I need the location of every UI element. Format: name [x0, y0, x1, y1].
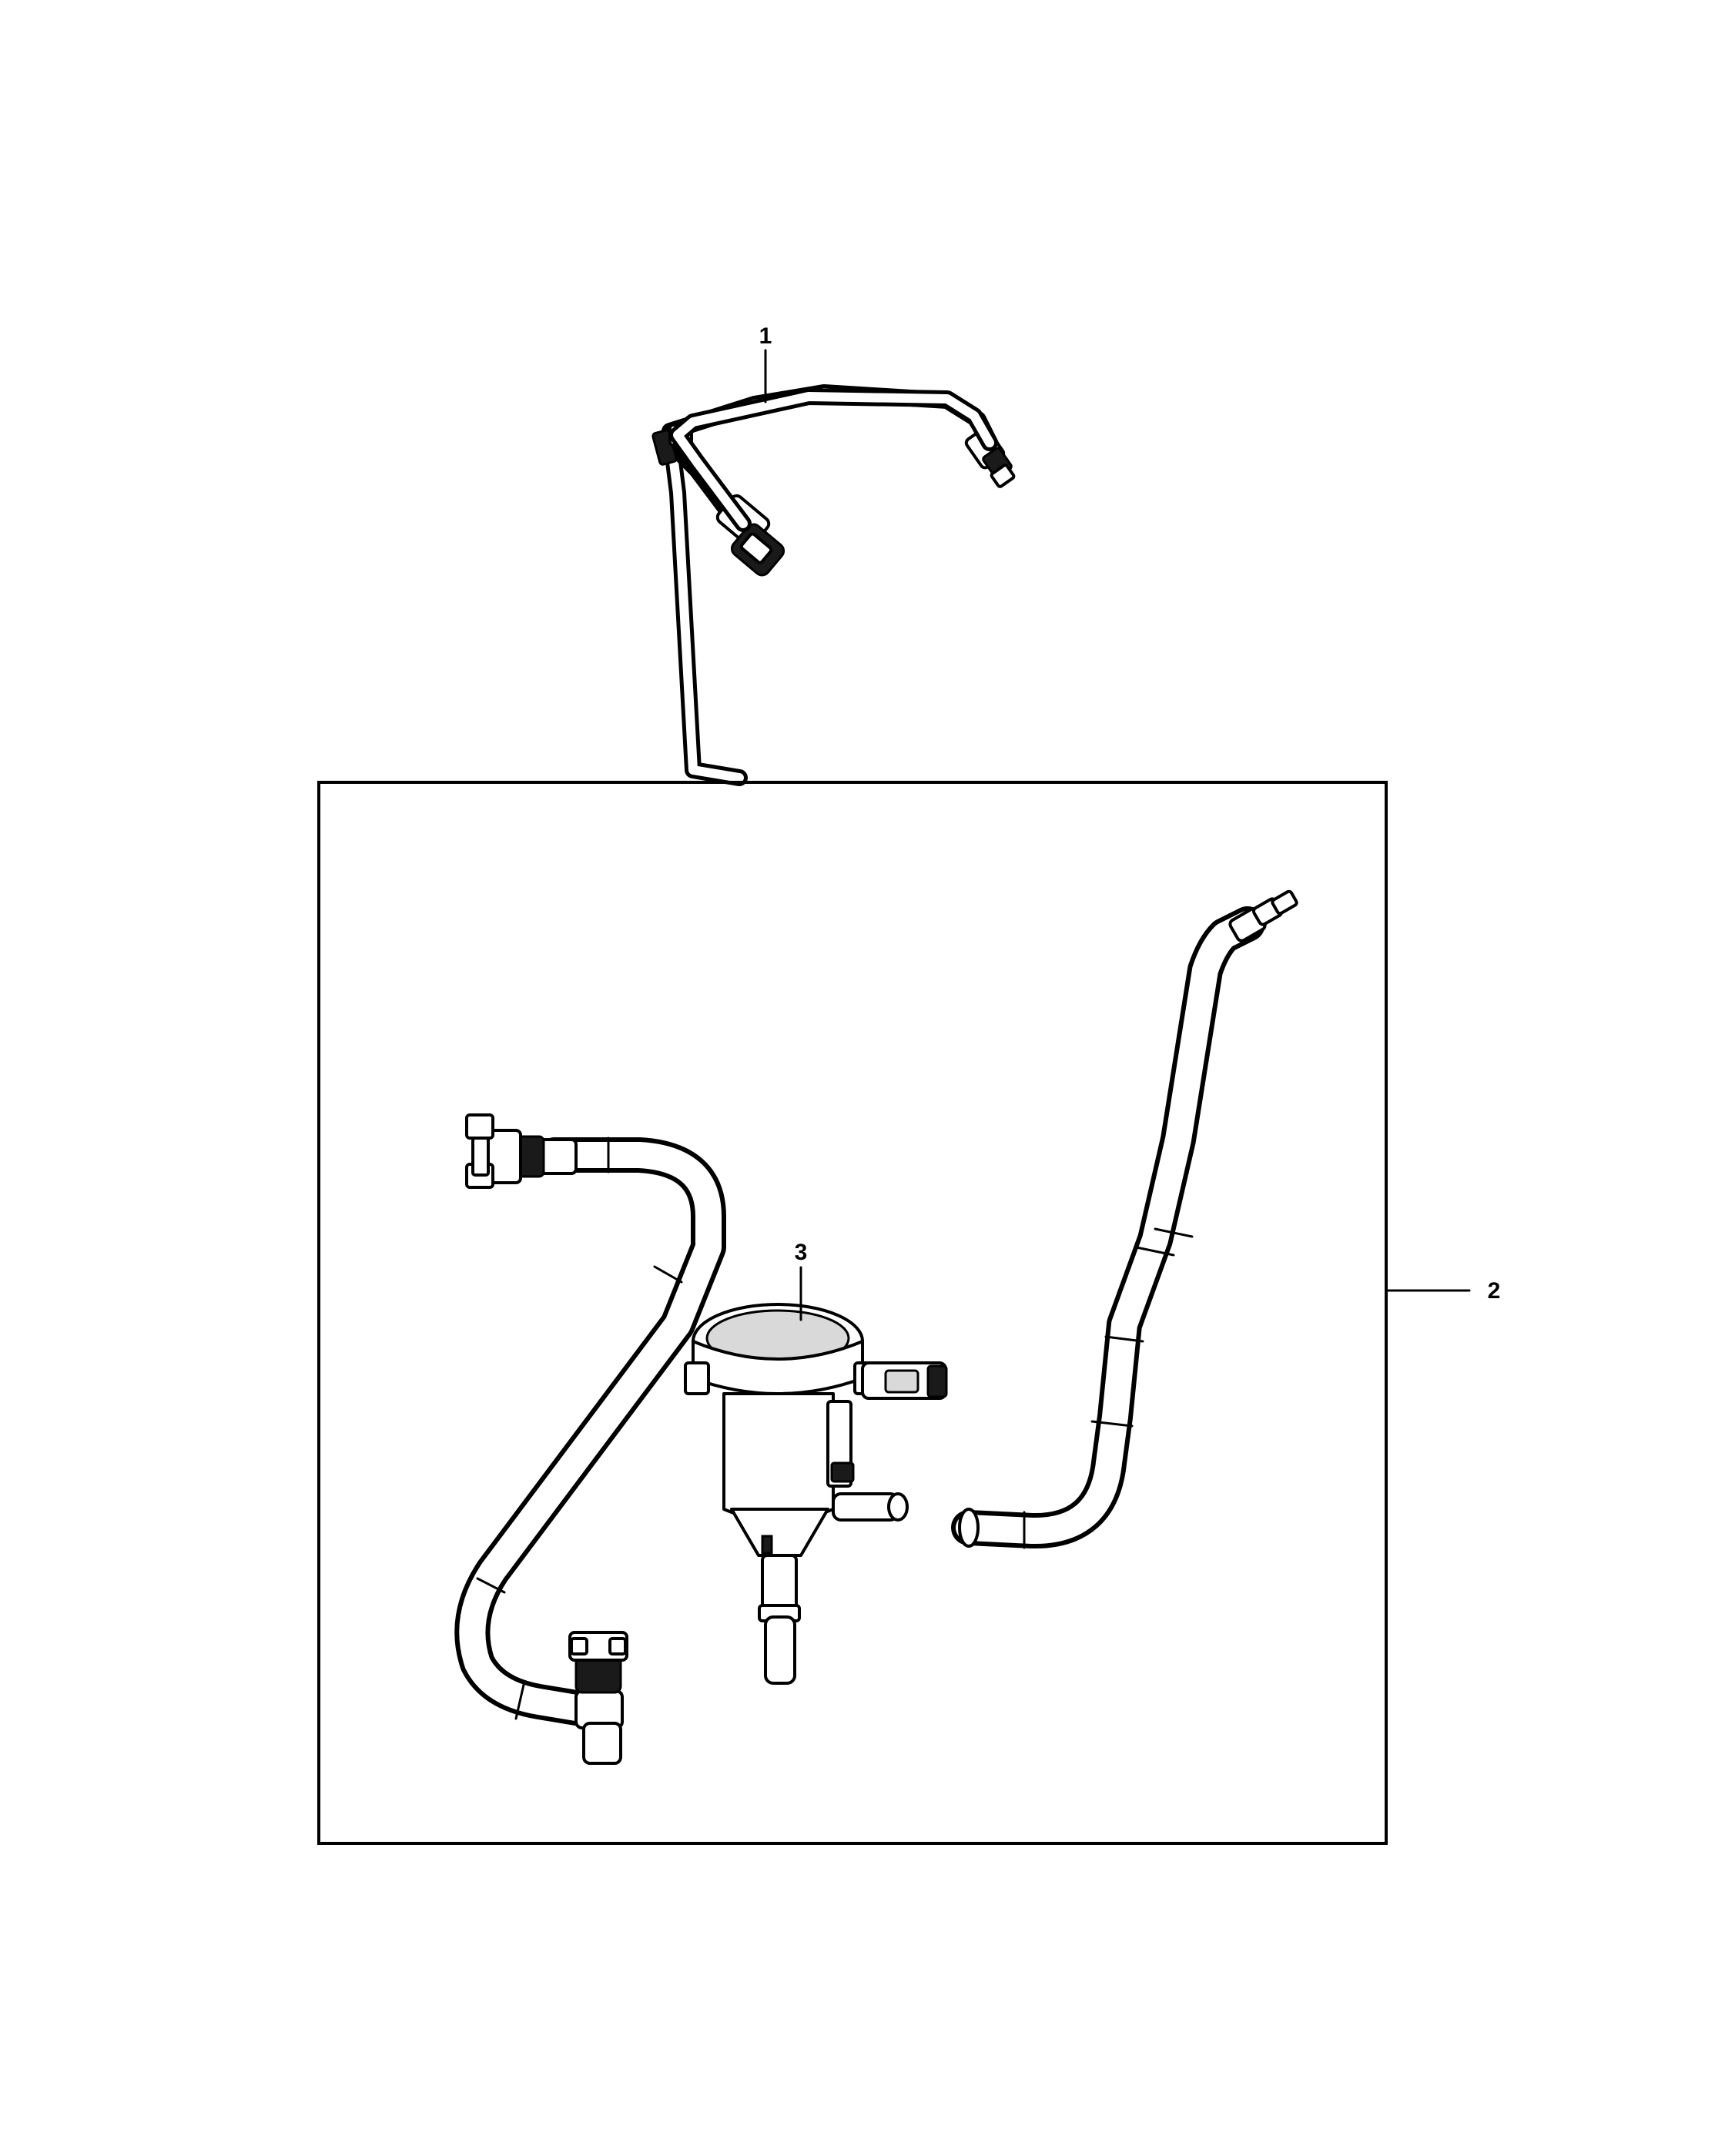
callout-3: 3	[795, 1240, 808, 1265]
part-3-bottom-port	[758, 1554, 801, 1685]
left-hose	[454, 1113, 726, 1765]
left-hose-top-connector	[465, 1113, 578, 1189]
part-3-electrical-connector	[861, 1361, 948, 1400]
part-1-tube-assembly	[651, 384, 1016, 786]
part-1-tube	[669, 388, 998, 532]
left-hose-bottom-connector	[568, 1631, 628, 1765]
part-3-valve	[684, 1303, 948, 1685]
part-3-side-port	[832, 1492, 909, 1522]
right-hose-top-fitting	[1228, 889, 1298, 942]
right-hose	[951, 889, 1298, 1549]
callout-1: 1	[759, 323, 772, 349]
kit-box	[317, 781, 1388, 1845]
callout-2: 2	[1488, 1278, 1501, 1304]
